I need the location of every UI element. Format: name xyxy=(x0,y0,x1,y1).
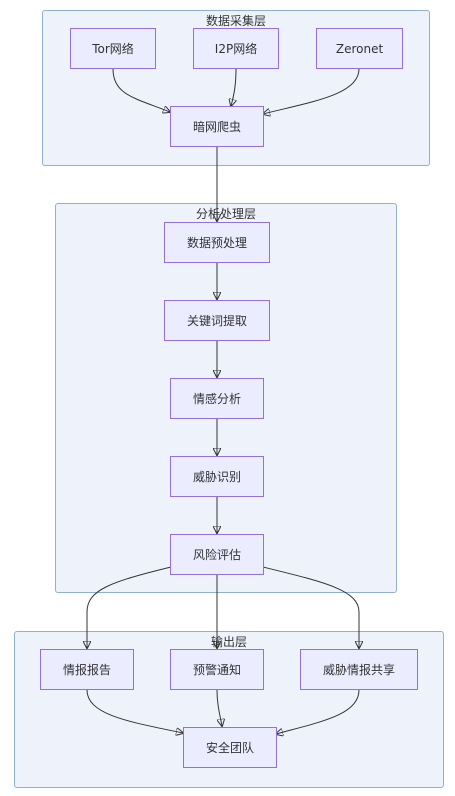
node-keyword-extraction-label: 关键词提取 xyxy=(186,314,247,328)
node-threat-intel-sharing[interactable]: 威胁情报共享 xyxy=(300,649,418,690)
node-threat-identification[interactable]: 威胁识别 xyxy=(170,456,264,497)
node-security-team[interactable]: 安全团队 xyxy=(183,727,277,768)
edge-alert-team xyxy=(216,689,222,726)
edge-zeronet-crawler xyxy=(263,68,360,114)
node-alert-notification-label: 预警通知 xyxy=(192,663,241,677)
node-data-preprocessing[interactable]: 数据预处理 xyxy=(164,222,270,263)
node-threat-intel-sharing-label: 威胁情报共享 xyxy=(322,663,395,677)
node-data-preprocessing-label: 数据预处理 xyxy=(186,236,247,250)
node-intel-report-label: 情报报告 xyxy=(62,663,111,677)
node-sentiment-analysis[interactable]: 情感分析 xyxy=(170,378,264,419)
edge-risk-report xyxy=(87,566,172,648)
cluster-analysis: 分析处理层 xyxy=(55,203,397,593)
node-i2p-network-label: I2P网络 xyxy=(214,42,258,56)
node-risk-assessment-label: 风险评估 xyxy=(192,548,241,562)
node-zeronet[interactable]: Zeronet xyxy=(316,28,403,69)
edge-report-team xyxy=(86,689,183,733)
edge-share-team xyxy=(276,689,360,734)
node-alert-notification[interactable]: 预警通知 xyxy=(170,649,264,690)
node-darkweb-crawler[interactable]: 暗网爬虫 xyxy=(170,106,264,147)
node-risk-assessment[interactable]: 风险评估 xyxy=(170,534,264,575)
node-i2p-network[interactable]: I2P网络 xyxy=(193,28,279,69)
edge-i2p-crawler xyxy=(231,68,236,106)
node-zeronet-label: Zeronet xyxy=(335,41,384,56)
cluster-title-analysis: 分析处理层 xyxy=(195,207,256,221)
node-tor-network[interactable]: Tor网络 xyxy=(70,28,156,69)
node-security-team-label: 安全团队 xyxy=(205,741,254,755)
node-keyword-extraction[interactable]: 关键词提取 xyxy=(164,300,270,341)
node-threat-identification-label: 威胁识别 xyxy=(192,470,241,484)
node-darkweb-crawler-label: 暗网爬虫 xyxy=(192,120,241,134)
node-sentiment-analysis-label: 情感分析 xyxy=(192,392,241,406)
node-intel-report[interactable]: 情报报告 xyxy=(40,649,134,690)
cluster-title-collection: 数据采集层 xyxy=(205,14,266,28)
node-tor-network-label: Tor网络 xyxy=(92,42,134,56)
edge-risk-share xyxy=(262,566,359,648)
edge-tor-crawler xyxy=(112,68,170,112)
